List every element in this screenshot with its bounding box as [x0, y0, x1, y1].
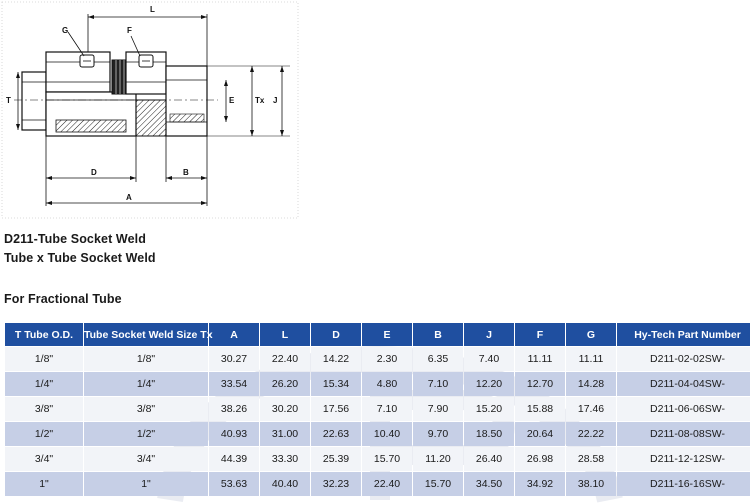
table-cell: 17.56	[311, 397, 361, 421]
table-row: 1/8" 1/8" 30.27 22.40 14.22 2.30 6.35 7.…	[5, 347, 750, 371]
column-header: E	[362, 323, 412, 346]
table-cell: 33.30	[260, 447, 310, 471]
table-row: 3/4" 3/4" 44.39 33.30 25.39 15.70 11.20 …	[5, 447, 750, 471]
table-cell: 15.88	[515, 397, 565, 421]
table-cell: 34.50	[464, 472, 514, 496]
fitting-technical-drawing: G F L T E Tx J D B A	[1, 1, 299, 219]
table-cell: 3/8"	[5, 397, 83, 421]
label-j: J	[273, 96, 277, 105]
table-cell: 31.00	[260, 422, 310, 446]
table-cell: 30.20	[260, 397, 310, 421]
table-cell: 11.20	[413, 447, 463, 471]
table-cell: 14.22	[311, 347, 361, 371]
table-cell: 38.10	[566, 472, 616, 496]
table-cell: 15.70	[362, 447, 412, 471]
table-cell: 7.40	[464, 347, 514, 371]
table-cell: 18.50	[464, 422, 514, 446]
part-number-cell: D211-04-04SW-	[617, 372, 750, 396]
table-cell: 12.70	[515, 372, 565, 396]
column-header: J	[464, 323, 514, 346]
part-number-cell: D211-06-06SW-	[617, 397, 750, 421]
table-cell: 28.58	[566, 447, 616, 471]
table-cell: 1"	[5, 472, 83, 496]
label-t: T	[6, 96, 11, 105]
column-header: G	[566, 323, 616, 346]
table-cell: 1/2"	[84, 422, 208, 446]
label-d: D	[91, 168, 97, 177]
label-e: E	[229, 96, 235, 105]
part-number-cell: D211-08-08SW-	[617, 422, 750, 446]
table-cell: 22.40	[260, 347, 310, 371]
table-row: 1" 1" 53.63 40.40 32.23 22.40 15.70 34.5…	[5, 472, 750, 496]
table-cell: 9.70	[413, 422, 463, 446]
table-cell: 1/8"	[84, 347, 208, 371]
table-cell: 4.80	[362, 372, 412, 396]
table-cell: 14.28	[566, 372, 616, 396]
table-cell: 40.40	[260, 472, 310, 496]
table-cell: 22.22	[566, 422, 616, 446]
table-cell: 53.63	[209, 472, 259, 496]
table-cell: 25.39	[311, 447, 361, 471]
table-cell: 1/2"	[5, 422, 83, 446]
table-cell: 12.20	[464, 372, 514, 396]
table-cell: 3/4"	[5, 447, 83, 471]
table-cell: 11.11	[566, 347, 616, 371]
column-header: Hy-Tech Part Number	[617, 323, 750, 346]
table-cell: 7.10	[362, 397, 412, 421]
table-cell: 2.30	[362, 347, 412, 371]
table-cell: 3/8"	[84, 397, 208, 421]
table-cell: 22.40	[362, 472, 412, 496]
column-header: F	[515, 323, 565, 346]
table-cell: 7.10	[413, 372, 463, 396]
table-cell: 44.39	[209, 447, 259, 471]
table-cell: 6.35	[413, 347, 463, 371]
product-subtitle: Tube x Tube Socket Weld	[4, 251, 156, 265]
column-header: L	[260, 323, 310, 346]
table-cell: 1/8"	[5, 347, 83, 371]
table-row: 1/4" 1/4" 33.54 26.20 15.34 4.80 7.10 12…	[5, 372, 750, 396]
table-cell: 26.20	[260, 372, 310, 396]
label-tx: Tx	[255, 96, 265, 105]
column-header: A	[209, 323, 259, 346]
column-header: D	[311, 323, 361, 346]
table-cell: 22.63	[311, 422, 361, 446]
table-cell: 1/4"	[5, 372, 83, 396]
column-header: B	[413, 323, 463, 346]
table-cell: 15.34	[311, 372, 361, 396]
table-row: 3/8" 3/8" 38.26 30.20 17.56 7.10 7.90 15…	[5, 397, 750, 421]
column-header: T Tube O.D.	[5, 323, 83, 346]
table-row: 1/2" 1/2" 40.93 31.00 22.63 10.40 9.70 1…	[5, 422, 750, 446]
table-cell: 20.64	[515, 422, 565, 446]
table-header-row: T Tube O.D. Tube Socket Weld Size Tx A L…	[5, 323, 750, 346]
table-cell: 26.98	[515, 447, 565, 471]
table-cell: 30.27	[209, 347, 259, 371]
table-cell: 10.40	[362, 422, 412, 446]
part-number-cell: D211-02-02SW-	[617, 347, 750, 371]
table-cell: 33.54	[209, 372, 259, 396]
table-cell: 1/4"	[84, 372, 208, 396]
column-header: Tube Socket Weld Size Tx	[84, 323, 213, 346]
part-number-cell: D211-16-16SW-	[617, 472, 750, 496]
table-cell: 1"	[84, 472, 208, 496]
table-cell: 17.46	[566, 397, 616, 421]
table-cell: 26.40	[464, 447, 514, 471]
label-g: G	[62, 26, 68, 35]
product-title: D211-Tube Socket Weld	[4, 232, 146, 246]
section-heading: For Fractional Tube	[4, 292, 122, 306]
table-cell: 3/4"	[84, 447, 208, 471]
table-cell: 15.70	[413, 472, 463, 496]
table-cell: 7.90	[413, 397, 463, 421]
table-cell: 15.20	[464, 397, 514, 421]
table-cell: 40.93	[209, 422, 259, 446]
dimensions-table: T Tube O.D. Tube Socket Weld Size Tx A L…	[4, 322, 750, 497]
table-cell: 32.23	[311, 472, 361, 496]
table-cell: 11.11	[515, 347, 565, 371]
label-f: F	[127, 26, 132, 35]
part-number-cell: D211-12-12SW-	[617, 447, 750, 471]
table-cell: 38.26	[209, 397, 259, 421]
label-b: B	[183, 168, 189, 177]
label-l: L	[150, 5, 155, 14]
table-cell: 34.92	[515, 472, 565, 496]
label-a: A	[126, 193, 132, 202]
